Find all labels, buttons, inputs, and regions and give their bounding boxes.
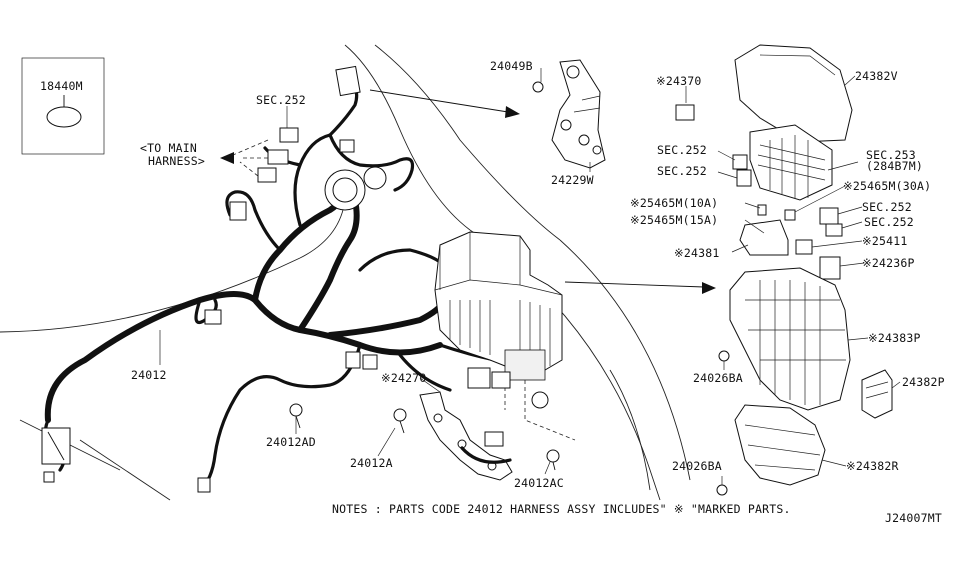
label-sec253-line1: SEC.253 (866, 148, 916, 162)
fuse-block-sec253 (749, 124, 833, 201)
label-24012ac: 24012AC (514, 476, 564, 490)
part-18440m-label: 18440M (40, 79, 83, 93)
label-24270: ※24270 (381, 371, 426, 385)
label-sec252-main: SEC.252 (256, 93, 306, 107)
label-sec252-a: SEC.252 (657, 143, 707, 157)
leader-lines (159, 68, 901, 485)
label-24026ba-1: 24026BA (693, 371, 743, 385)
center-fuse-box-assembly (434, 231, 576, 441)
lower-box-24383p (729, 267, 851, 411)
diagram-id: J24007MT (885, 511, 942, 525)
to-main-harness-leaders: <TO MAIN HARNESS> (140, 139, 269, 177)
notes-text: NOTES : PARTS CODE 24012 HARNESS ASSY IN… (332, 502, 791, 516)
callout-labels: SEC.252 24012 24012AD 24012A ※24270 2401… (131, 59, 945, 490)
pointer-arrows (369, 89, 716, 294)
label-sec252-b: SEC.252 (657, 164, 707, 178)
to-main-label-1: <TO MAIN (140, 141, 197, 155)
fuse-box-cover-24382v (734, 44, 853, 143)
label-24012a: 24012A (350, 456, 393, 470)
label-24229w: 24229W (551, 173, 594, 187)
label-24382v: 24382V (855, 69, 898, 83)
label-25465m-10a: ※25465M(10A) (630, 196, 718, 210)
label-25465m-30a: ※25465M(30A) (843, 179, 931, 193)
label-24382p: 24382P (902, 375, 945, 389)
label-sec252-d: SEC.252 (864, 215, 914, 229)
label-sec253-line2: (284B7M) (866, 159, 923, 173)
upper-harness-connectors (41, 65, 387, 493)
main-harness-24012 (43, 78, 497, 492)
label-24383p: ※24383P (868, 331, 921, 345)
bracket-24270 (419, 367, 513, 481)
label-24382r: ※24382R (846, 459, 899, 473)
label-24236p: ※24236P (862, 256, 915, 270)
label-24012: 24012 (131, 368, 167, 382)
cover-24382p (861, 369, 893, 419)
label-24049b: 24049B (490, 59, 533, 73)
bracket-24229w (551, 59, 606, 169)
label-sec252-c: SEC.252 (862, 200, 912, 214)
label-24026ba-2: 24026BA (672, 459, 722, 473)
lower-cover-24382r (734, 404, 826, 486)
label-24370: ※24370 (656, 74, 701, 88)
label-25411: ※25411 (862, 234, 907, 248)
label-24012ad: 24012AD (266, 435, 316, 449)
part-18440m-box: 18440M (21, 57, 105, 155)
label-25465m-15a: ※25465M(15A) (630, 213, 718, 227)
label-24381: ※24381 (674, 246, 719, 260)
to-main-label-2: HARNESS> (148, 154, 205, 168)
